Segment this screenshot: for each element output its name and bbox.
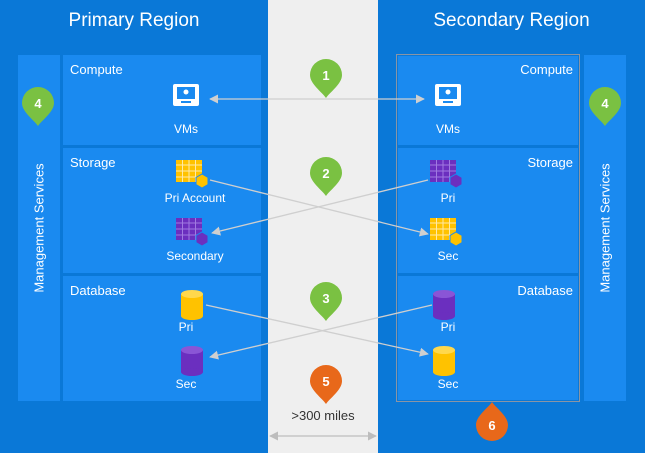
- primary-database-secondary-icon: [181, 346, 203, 376]
- marker-5-icon: 5: [310, 365, 342, 404]
- secondary-storage-primary-icon: [430, 160, 463, 189]
- marker-2-icon: 2: [310, 157, 342, 196]
- secondary-database-secondary-label: Sec: [437, 377, 459, 391]
- primary-storage-section: [63, 148, 261, 273]
- primary-storage-secondary-icon: [176, 218, 209, 247]
- primary-database-primary-label: Pri: [178, 320, 194, 334]
- database-replication-arrow-b: [209, 304, 433, 360]
- secondary-region-title: Secondary Region: [433, 10, 590, 31]
- marker-2-number: 2: [322, 166, 329, 181]
- secondary-storage-primary-label: Pri: [440, 191, 456, 205]
- primary-database-label: Database: [70, 283, 126, 298]
- secondary-compute-section: [398, 56, 578, 145]
- marker-4-right-icon: 4: [589, 87, 621, 126]
- primary-database-section: [63, 276, 261, 401]
- primary-region-title: Primary Region: [68, 10, 200, 31]
- secondary-vm-label: VMs: [436, 122, 460, 136]
- primary-compute-label: Compute: [70, 62, 123, 77]
- secondary-database-secondary-icon: [433, 346, 455, 376]
- primary-vm-icon: [173, 84, 199, 106]
- secondary-database-primary-icon: [433, 290, 455, 320]
- secondary-sections-outline: [396, 54, 580, 402]
- database-replication-arrow-a: [205, 304, 429, 357]
- secondary-vm-icon: [435, 84, 461, 106]
- storage-replication-arrow-b: [211, 179, 429, 236]
- secondary-storage-section: [398, 148, 578, 273]
- marker-5-number: 5: [322, 374, 329, 389]
- secondary-storage-label: Storage: [527, 155, 573, 170]
- primary-storage-secondary-label: Secondary: [166, 249, 224, 263]
- marker-1-number: 1: [322, 68, 329, 83]
- secondary-storage-secondary-icon: [430, 218, 463, 247]
- secondary-database-primary-label: Pri: [440, 320, 456, 334]
- marker-4-left-icon: 4: [22, 87, 54, 126]
- marker-3-number: 3: [322, 291, 329, 306]
- marker-4-right-number: 4: [601, 96, 609, 111]
- primary-storage-primary-label: Pri Account: [164, 191, 226, 205]
- primary-storage-label: Storage: [70, 155, 116, 170]
- distance-label: >300 miles: [291, 408, 355, 423]
- marker-6-number: 6: [488, 418, 495, 433]
- primary-database-secondary-label: Sec: [175, 377, 197, 391]
- marker-1-icon: 1: [310, 59, 342, 98]
- primary-vm-label: VMs: [174, 122, 198, 136]
- primary-storage-account-icon: [176, 160, 209, 189]
- primary-database-primary-icon: [181, 290, 203, 320]
- secondary-storage-secondary-label: Sec: [437, 249, 459, 263]
- secondary-database-section: [398, 276, 578, 400]
- marker-6-icon: [476, 402, 508, 441]
- marker-3-icon: 3: [310, 282, 342, 321]
- secondary-compute-label: Compute: [520, 62, 573, 77]
- secondary-database-label: Database: [517, 283, 573, 298]
- marker-4-left-number: 4: [34, 96, 42, 111]
